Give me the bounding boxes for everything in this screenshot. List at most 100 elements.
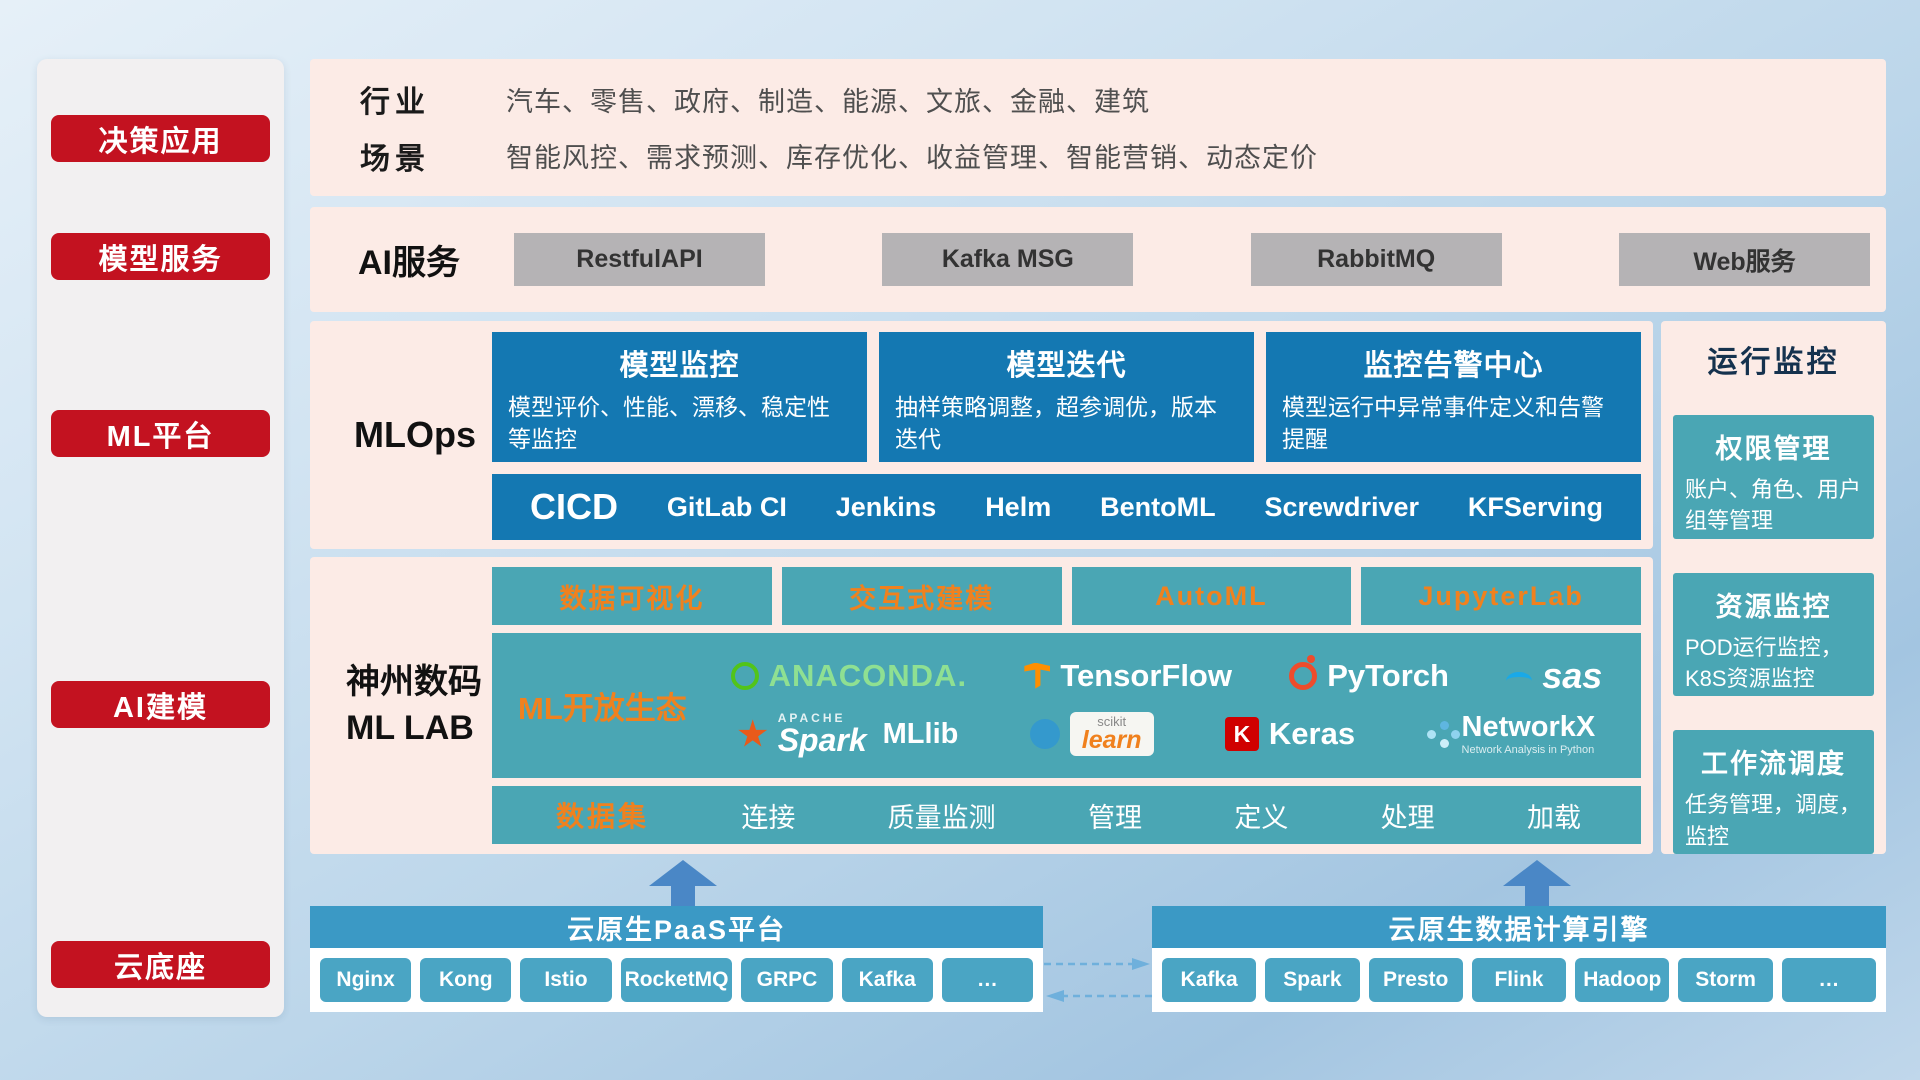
dataset-manage: 管理 [1088,802,1142,833]
card-title: 模型监控 [619,350,740,382]
card-model-monitoring: 模型监控 模型评价、性能、漂移、稳定性等监控 [492,332,867,462]
layer-decision-apps: 决策应用 [51,115,270,162]
dataset-connect: 连接 [741,802,796,833]
card-workflow-scheduling: 工作流调度 任务管理，调度，监控 [1673,730,1874,855]
chip-presto: Presto [1368,958,1463,1002]
service-web: Web服务 [1618,233,1870,286]
networkx-text: NetworkX [1461,711,1596,744]
runtime-monitoring-title: 运行监控 [1707,346,1840,379]
chip-more: … [1781,958,1876,1002]
card-desc: 模型运行中异常事件定义和告警提醒 [1282,394,1604,453]
card-alert-center: 监控告警中心 模型运行中异常事件定义和告警提醒 [1266,332,1641,462]
cicd-screwdriver: Screwdriver [1264,491,1420,522]
runtime-monitoring-panel: 运行监控 权限管理 账户、角色、用户组等管理 资源监控 POD运行监控，K8S资… [1661,321,1886,855]
paas-platform-title: 云原生PaaS平台 [310,906,1043,948]
card-permission-management: 权限管理 账户、角色、用户组等管理 [1673,415,1874,539]
card-desc: 任务管理，调度，监控 [1685,792,1862,849]
card-title: 模型迭代 [1006,350,1127,382]
ecosystem-row-1: ANACONDA. TensorFlow PyTorch sas [702,654,1631,697]
ml-ecosystem-logos: ANACONDA. TensorFlow PyTorch sas [692,633,1641,778]
industry-label: 行业 [360,86,430,120]
networkx-subtitle: Network Analysis in Python [1461,744,1595,757]
card-title: 资源监控 [1715,591,1832,622]
chip-storm: Storm [1678,958,1773,1002]
ai-services-label: AI服务 [358,244,460,282]
ml-lab-tools: 数据可视化 交互式建模 AutoML JupyterLab [492,567,1641,625]
arrow-head [1503,860,1571,886]
sas-icon [1506,671,1533,690]
spark-mllib-logo: APACHE Spark MLlib [738,712,959,759]
card-title: 监控告警中心 [1363,350,1544,382]
scikit-learn-badge: scikit learn [1069,712,1154,757]
service-restfulapi: RestfulAPI [514,233,765,286]
cicd-kfserving: KFServing [1467,491,1603,522]
scikit-text: scikit [1097,714,1127,730]
layer-ai-modeling: AI建模 [51,681,270,728]
layer-cloud-base: 云底座 [51,941,270,988]
tensorflow-logo: TensorFlow [1024,658,1232,694]
keras-wordmark: Keras [1268,716,1356,752]
cicd-gitlab-ci: GitLab CI [666,491,787,522]
networkx-logo: NetworkX Network Analysis in Python [1426,711,1596,757]
sync-arrows [1044,958,1152,1002]
dataset-label: 数据集 [556,801,650,832]
chip-kafka: Kafka [841,958,933,1002]
tool-interactive-modeling: 交互式建模 [781,567,1062,625]
chip-kafka: Kafka [1162,958,1257,1002]
dataset-bar: 数据集 连接 质量监测 管理 定义 处理 加载 [492,786,1641,844]
data-engine-title: 云原生数据计算引擎 [1152,906,1886,948]
cicd-label: CICD [530,486,618,527]
spark-icon [738,719,768,747]
mlops-panel: MLOps 模型监控 模型评价、性能、漂移、稳定性等监控 模型迭代 抽样策略调整… [310,321,1653,549]
mlops-cards: 模型监控 模型评价、性能、漂移、稳定性等监控 模型迭代 抽样策略调整，超参调优，… [492,332,1641,462]
keras-logo: K Keras [1224,716,1356,752]
cicd-helm: Helm [985,491,1052,522]
scenario-label: 场景 [360,142,430,176]
arrow-head [649,860,717,886]
chip-kong: Kong [420,958,512,1002]
chip-rocketmq: RocketMQ [620,958,733,1002]
ai-services-panel: AI服务 RestfulAPI Kafka MSG RabbitMQ Web服务 [310,207,1886,312]
networkx-icon [1426,729,1436,739]
ml-lab-panel: 神州数码 ML LAB 数据可视化 交互式建模 AutoML JupyterLa… [310,557,1653,854]
anaconda-icon [730,661,759,690]
scikit-learn-logo: scikit learn [1029,712,1154,757]
layer-model-service: 模型服务 [51,233,270,280]
pytorch-wordmark: PyTorch [1327,657,1449,693]
chip-spark: Spark [1265,958,1360,1002]
pytorch-logo: PyTorch [1289,654,1449,694]
anaconda-logo: ANACONDA. [730,658,967,694]
card-resource-monitoring: 资源监控 POD运行监控，K8S资源监控 [1673,572,1874,697]
card-title: 工作流调度 [1701,749,1846,780]
tool-data-visualization: 数据可视化 [492,567,772,625]
sas-logo: sas [1506,655,1602,697]
ml-lab-label: 神州数码 ML LAB [346,557,482,854]
up-arrow-engine [1503,860,1571,906]
dataset-quality: 质量监测 [887,802,996,833]
sas-wordmark: sas [1542,654,1603,696]
keras-icon: K [1224,717,1259,752]
cicd-jenkins: Jenkins [835,491,937,522]
chip-flink: Flink [1471,958,1567,1002]
cicd-bentoml: BentoML [1100,491,1216,522]
layer-sidebar: 决策应用 模型服务 ML平台 AI建模 云底座 [37,59,284,1017]
mlops-label: MLOps [354,414,476,455]
service-rabbitmq: RabbitMQ [1250,233,1502,286]
spark-text: Spark [777,722,867,759]
industry-value: 汽车、零售、政府、制造、能源、文旅、金融、建筑 [506,86,1150,117]
ml-ecosystem-box: ML开放生态 ANACONDA. TensorFlow [492,633,1641,778]
arrow-stem [1525,886,1549,906]
cicd-bar: CICD GitLab CI Jenkins Helm BentoML Scre… [492,474,1641,540]
chip-nginx: Nginx [320,958,412,1002]
dataset-load: 加载 [1526,802,1581,833]
tool-automl: AutoML [1071,567,1352,625]
paas-platform-chips: Nginx Kong Istio RocketMQ GRPC Kafka … [310,948,1043,1012]
learn-text: learn [1081,726,1142,755]
ai-services-buttons: RestfulAPI Kafka MSG RabbitMQ Web服务 [514,233,1870,286]
ml-ecosystem-label: ML开放生态 [518,691,687,726]
card-model-iteration: 模型迭代 抽样策略调整，超参调优，版本迭代 [879,332,1254,462]
mllib-text: MLlib [882,717,959,750]
chip-istio: Istio [520,958,612,1002]
card-title: 权限管理 [1715,434,1832,464]
chip-more: … [941,958,1033,1002]
